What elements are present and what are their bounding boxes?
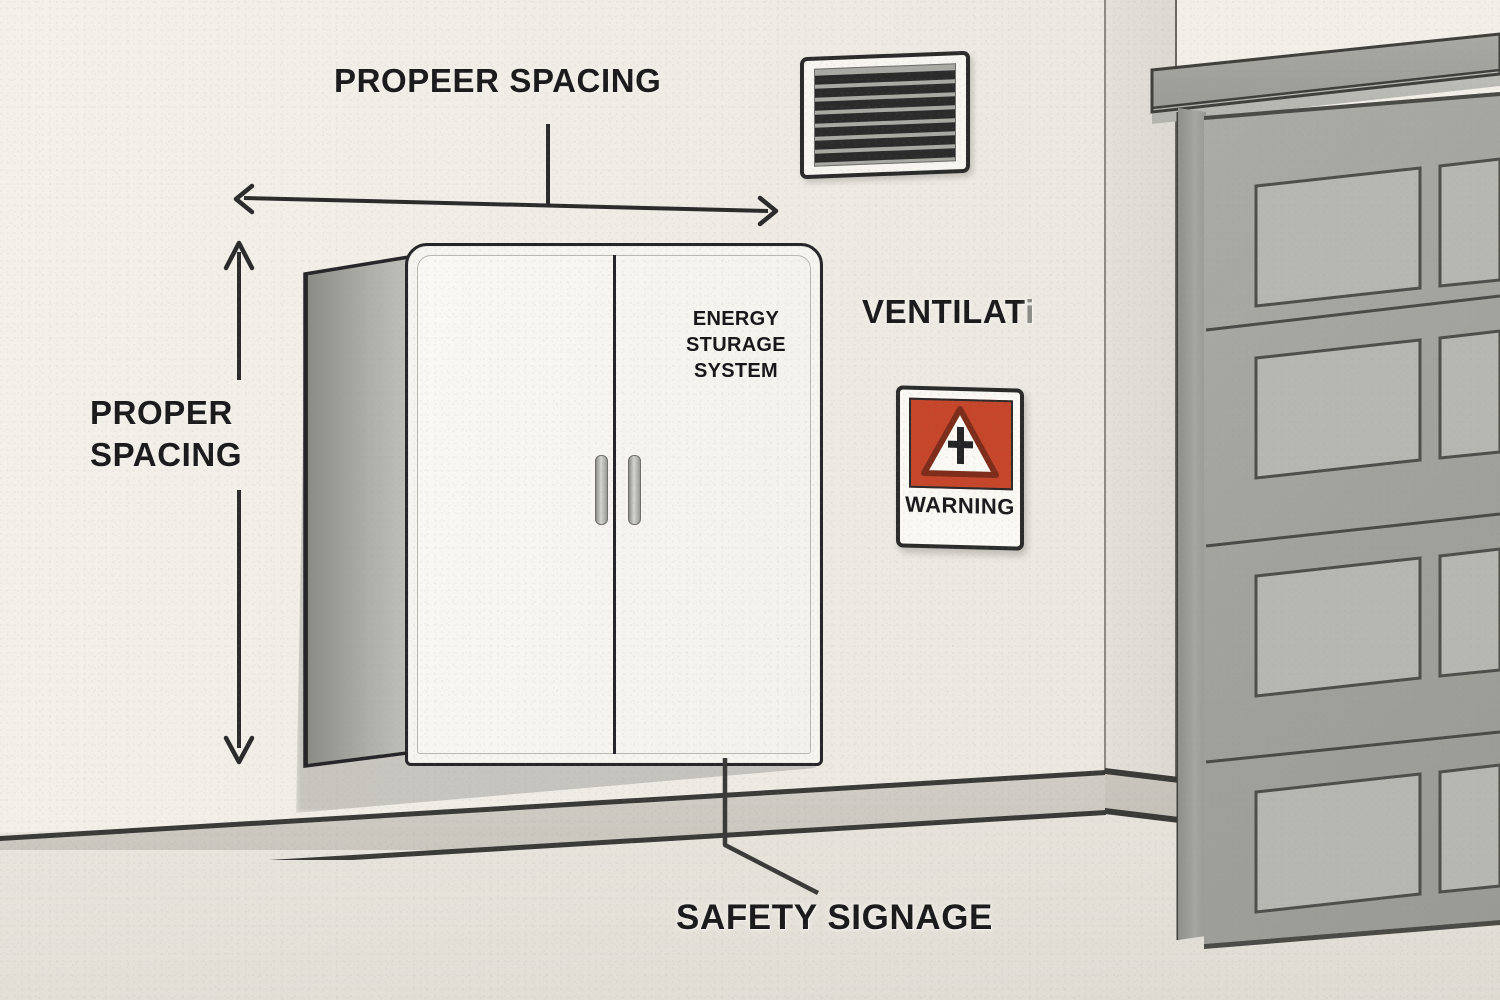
cabinet-handle-right[interactable] xyxy=(628,455,641,525)
cabinet-body[interactable] xyxy=(405,243,823,766)
garage-door-panel-area xyxy=(1204,92,1500,944)
vent-louver xyxy=(815,109,955,124)
cabinet-handle-left[interactable] xyxy=(595,455,608,525)
wall-corner-edge-2 xyxy=(1175,0,1177,830)
vent-louver xyxy=(815,122,955,137)
garage-door-jamb xyxy=(1178,108,1206,940)
vent-louvers xyxy=(814,63,956,167)
cabinet-side-panel xyxy=(305,256,415,766)
callout-ventilation-truncated: i xyxy=(1025,293,1035,330)
vent-louver xyxy=(815,70,955,85)
cabinet-nameplate: ENERGY STURAGE SYSTEM xyxy=(672,306,800,384)
callout-proper-spacing-left: PROPER SPACING xyxy=(90,394,243,473)
vent-louver xyxy=(815,148,955,163)
cabinet-nameplate-line-3: SYSTEM xyxy=(693,360,779,382)
ventilation-grille xyxy=(800,50,970,180)
callout-ventilation-text: VENTILAT xyxy=(862,293,1026,330)
safety-warning-sign: WARNING xyxy=(896,385,1024,551)
cabinet-door-seam xyxy=(612,255,616,754)
wall-corner-edge xyxy=(1104,0,1106,790)
cabinet-nameplate-line-1: ENERGY xyxy=(692,308,780,330)
callout-ventilation: VENTILATi xyxy=(862,293,1035,331)
vent-louver xyxy=(815,135,955,150)
sign-warning-text: WARNING xyxy=(905,491,1015,520)
vent-louver xyxy=(815,96,955,111)
warning-triangle-icon xyxy=(921,405,999,478)
vent-louver xyxy=(815,83,955,98)
callout-proper-spacing-top: PROPEER SPACING xyxy=(334,62,662,99)
cabinet-nameplate-line-2: STURAGE xyxy=(686,334,786,356)
callout-safety-signage: SAFETY SIGNAGE xyxy=(676,898,993,937)
